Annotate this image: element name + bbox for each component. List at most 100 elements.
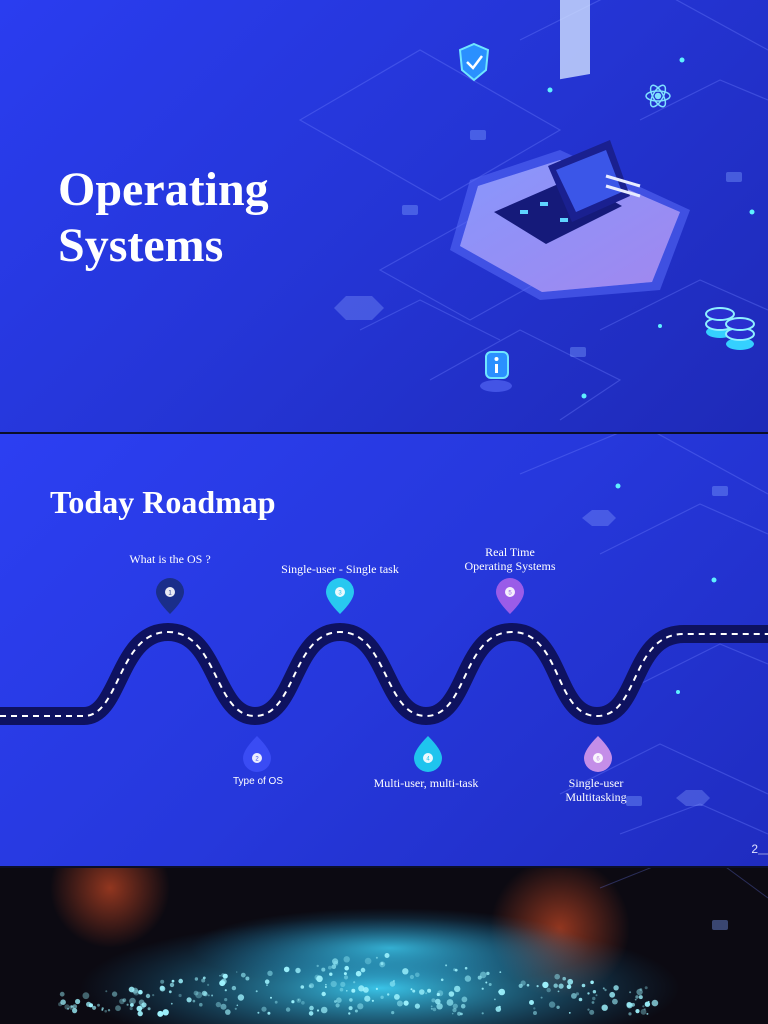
fiber-light-dot <box>92 1005 97 1010</box>
fiber-light-dot <box>220 1003 227 1010</box>
fiber-light-dot <box>644 986 648 990</box>
title-slide: Operating Systems <box>0 0 768 432</box>
fiber-light-dot <box>566 984 572 989</box>
fiber-light-dot <box>578 997 583 1002</box>
fiber-light-dot <box>494 998 496 1001</box>
fiber-light-dot <box>567 978 574 985</box>
fiber-light-dot <box>320 1006 328 1014</box>
fiber-light-dot <box>296 998 302 1003</box>
fiber-light-dot <box>499 971 502 973</box>
title-line-2: Systems <box>58 219 224 272</box>
fiber-light-dot <box>141 1002 147 1008</box>
fiber-light-dot <box>130 1003 134 1007</box>
fiber-light-dot <box>60 999 66 1005</box>
fiber-light-dot <box>415 972 420 978</box>
fiber-light-dot <box>314 974 321 981</box>
roadmap-pin-number: 2 <box>255 757 259 763</box>
fiber-light-dot <box>101 1007 104 1010</box>
fiber-light-dot <box>460 1003 466 1009</box>
fiber-light-dot <box>324 986 327 988</box>
roadmap-pin-6: 6 <box>584 736 612 772</box>
fiber-light-dot <box>425 992 428 995</box>
fiber-light-dot <box>257 1011 260 1014</box>
fiber-light-dot <box>343 972 347 976</box>
fiber-light-dot <box>351 988 356 993</box>
fiber-light-dot <box>651 999 659 1007</box>
fiber-light-dot <box>70 1005 73 1008</box>
fiber-light-dot <box>486 971 490 976</box>
fiber-light-dot <box>380 995 384 999</box>
fiber-light-dot <box>270 996 272 999</box>
fiber-light-dot <box>380 962 384 966</box>
fiber-light-dot <box>207 994 210 997</box>
fiber-light-dot <box>300 985 305 989</box>
fiber-light-dot <box>587 1008 590 1011</box>
fiber-light-dot <box>266 984 268 987</box>
fiber-light-dot <box>221 973 226 978</box>
fiber-light-dot <box>457 1011 462 1016</box>
fiber-light-dot <box>464 966 468 970</box>
fiber-light-dot <box>301 1001 305 1005</box>
fiber-light-dot <box>533 1007 536 1010</box>
fiber-light-dot <box>414 1003 420 1009</box>
fiber-light-dot <box>562 976 566 981</box>
fiber-light-dot <box>107 1009 111 1012</box>
fiber-light-dot <box>331 964 337 969</box>
fiber-light-dot <box>137 1010 143 1017</box>
fiber-light-dot <box>231 985 237 991</box>
fiber-light-dot <box>384 953 390 958</box>
fiber-light-dot <box>587 992 590 995</box>
fiber-light-dot <box>222 973 228 979</box>
fiber-light-dot <box>364 957 372 965</box>
fiber-light-dot <box>194 977 199 981</box>
fiber-light-dot <box>485 981 488 984</box>
fiber-light-dot <box>354 1009 358 1013</box>
fiber-light-dot <box>105 990 108 993</box>
network-background <box>298 0 768 421</box>
fiber-light-dot <box>308 1011 314 1016</box>
fiber-light-dot <box>556 1005 560 1009</box>
fiber-light-dot <box>348 1006 353 1011</box>
fiber-light-dot <box>195 991 203 999</box>
fiber-light-dot <box>88 1003 93 1008</box>
slide-separator <box>0 866 768 868</box>
fiber-light-dot <box>168 990 172 994</box>
fiber-light-dot <box>396 1000 403 1007</box>
fiber-light-dot <box>628 1012 632 1016</box>
stop-5-label-line-2: Operating Systems <box>464 559 556 573</box>
fiber-light-dot <box>75 998 81 1005</box>
fiber-light-dot <box>481 1012 484 1015</box>
fiber-light-dot <box>334 1000 337 1003</box>
stop-6-label-line-1: Single-user <box>568 776 624 790</box>
fiber-light-dot <box>316 975 323 983</box>
fiber-light-dot <box>364 995 371 1002</box>
fiber-light-dot <box>308 984 312 988</box>
fiber-light-dot <box>186 997 192 1003</box>
fiber-light-dot <box>437 990 444 997</box>
fiber-light-dot <box>453 968 456 972</box>
fiber-light-dot <box>202 976 206 980</box>
fiber-light-dot <box>344 965 350 971</box>
fiber-light-dot <box>410 988 413 991</box>
fiber-light-dot <box>178 978 183 984</box>
fiber-light-dot <box>536 985 539 988</box>
fiber-light-dot <box>343 975 349 980</box>
fiber-light-dot <box>554 973 560 980</box>
fiber-light-dot <box>169 982 175 988</box>
fiber-light-dot <box>138 999 145 1006</box>
fiber-light-dot <box>329 972 333 976</box>
fiber-light-dot <box>557 990 560 993</box>
fiber-light-dot <box>601 1004 608 1011</box>
fiber-light-dot <box>448 991 455 997</box>
atom-icon <box>645 84 671 108</box>
fiber-light-dot <box>454 985 461 993</box>
fiber-light-dot <box>526 983 530 987</box>
fiber-light-dot <box>72 1004 78 1009</box>
fiber-light-dot <box>529 1000 534 1005</box>
laptop-icon <box>494 0 641 244</box>
roadmap-pin-5: 5 <box>496 578 524 614</box>
roadmap-pin-number: 1 <box>168 591 172 597</box>
fiber-light-dot <box>375 956 378 959</box>
stop-4-label: Multi-user, multi-task <box>373 776 479 790</box>
fiber-light-dot <box>635 995 639 999</box>
